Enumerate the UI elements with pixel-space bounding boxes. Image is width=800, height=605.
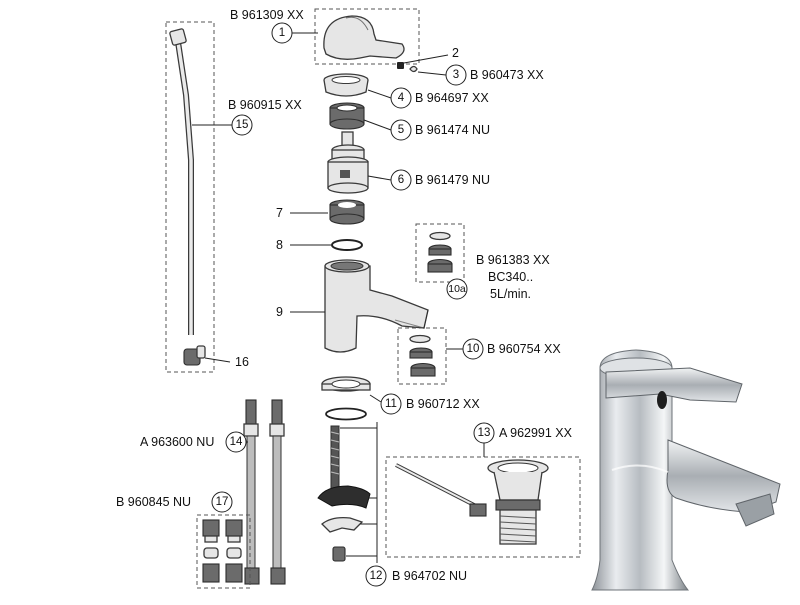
- ref-handle: B 961309 XX: [230, 8, 304, 22]
- ref-aerator-flow: 5L/min.: [490, 287, 531, 301]
- ref-rod: B 960915 XX: [228, 98, 302, 112]
- callout-circle-15: [231, 114, 253, 136]
- part-num-10: 10: [467, 343, 480, 355]
- part-num-17: 17: [216, 496, 229, 508]
- part-num-8: 8: [276, 238, 283, 252]
- handle-group-box: [314, 8, 420, 65]
- part-num-7: 7: [276, 206, 283, 220]
- product-photo: [591, 349, 781, 591]
- ref-base-seal: B 960712 XX: [406, 397, 480, 411]
- ref-nut: B 961474 NU: [415, 123, 490, 137]
- cartridge-spindle: [341, 131, 354, 147]
- part-num-14: 14: [230, 436, 243, 448]
- ref-cartridge: B 961479 NU: [415, 173, 490, 187]
- ref-flex-hoses: A 963600 NU: [140, 435, 214, 449]
- part-num-16: 16: [235, 355, 249, 369]
- grub-screw: [397, 62, 404, 69]
- part-num-4: 4: [398, 92, 405, 104]
- part-num-2: 2: [452, 46, 459, 60]
- part-num-6: 6: [398, 174, 404, 186]
- callout-circle-17: [211, 491, 233, 513]
- ref-adapters: B 960845 NU: [116, 495, 191, 509]
- callout-circle-11: [380, 393, 402, 415]
- rod-group-box: [165, 21, 215, 373]
- callout-circle-14: [225, 431, 247, 453]
- callout-circle-13: [473, 422, 495, 444]
- adapter-fittings: [202, 519, 243, 583]
- ref-aerator-set: B 961383 XX: [476, 253, 550, 267]
- rod-tip: [169, 28, 187, 46]
- part-num-1: 1: [279, 27, 285, 39]
- fixing-bracket: [317, 485, 371, 509]
- ref-waste: A 962991 XX: [499, 426, 573, 440]
- callout-circle-10: [462, 338, 484, 360]
- flex-hoses: [243, 399, 286, 585]
- part-num-12: 12: [370, 570, 383, 582]
- callout-circle-3: [445, 64, 467, 86]
- lift-rod: [176, 41, 193, 335]
- part-num-5: 5: [398, 124, 404, 136]
- callout-circle-12: [365, 565, 387, 587]
- handle-lever: [323, 15, 405, 60]
- callout-circle-5: [390, 119, 412, 141]
- aerator-set-insert: [427, 263, 453, 273]
- base-gasket: [325, 407, 367, 421]
- aerator-insert: [410, 367, 436, 377]
- aerator-box: [397, 327, 447, 385]
- ref-aerator: B 960754 XX: [487, 342, 561, 356]
- part-num-10a: 10a: [448, 283, 466, 295]
- callout-circle-6: [390, 169, 412, 191]
- part-num-13: 13: [478, 427, 491, 439]
- cover-cap: [323, 79, 369, 97]
- ref-aerator-code: BC340..: [488, 270, 533, 284]
- part-num-3: 3: [453, 69, 459, 81]
- ref-cap: B 964697 XX: [415, 91, 489, 105]
- ref-fixing-kit: B 964702 NU: [392, 569, 467, 583]
- fixing-washer: [321, 516, 364, 533]
- part-num-15: 15: [236, 119, 249, 131]
- waste-clip: [469, 503, 487, 517]
- waste-body: [499, 509, 537, 545]
- photo-lever: [605, 367, 743, 403]
- fixing-nut: [332, 546, 346, 562]
- ref-screw: B 960473 XX: [470, 68, 544, 82]
- part-num-11: 11: [385, 398, 397, 410]
- callout-circle-1: [271, 22, 293, 44]
- callout-circle-4: [390, 87, 412, 109]
- indicator-cap: [409, 65, 418, 73]
- o-ring: [331, 239, 363, 251]
- aerator-set-box: [415, 223, 465, 283]
- rod-clamp-screw: [196, 345, 206, 359]
- part-num-9: 9: [276, 305, 283, 319]
- callout-circle-10a: [446, 278, 468, 300]
